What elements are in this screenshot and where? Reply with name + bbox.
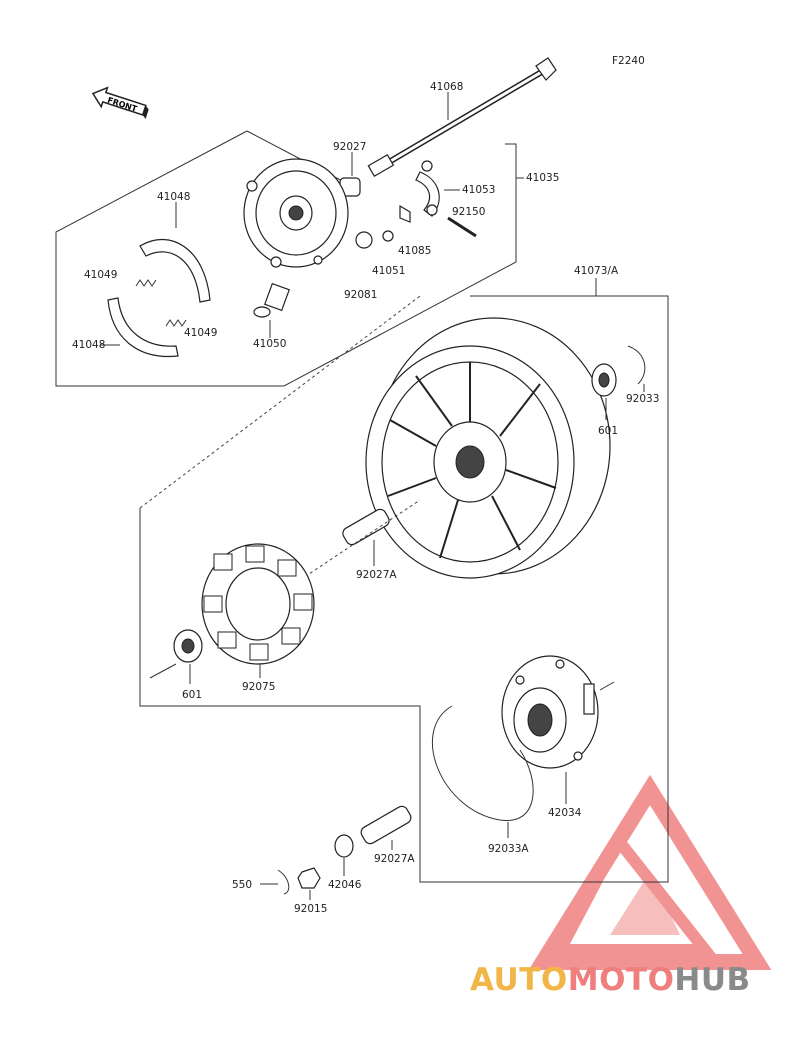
sprocket-hub bbox=[501, 655, 599, 769]
part-42046: 42046 bbox=[328, 879, 362, 891]
brake-panel bbox=[243, 158, 349, 268]
part-41048-lower: 41048 bbox=[72, 339, 105, 351]
part-92027A-lower: 92027A bbox=[374, 853, 415, 865]
circlip-92033A bbox=[432, 705, 534, 821]
part-601-right: 601 bbox=[598, 425, 618, 437]
part-41085: 41085 bbox=[398, 245, 431, 257]
diagram-code: F2240 bbox=[612, 55, 645, 67]
watermark-logo: AUTOMOTOHUB bbox=[470, 962, 751, 998]
washer-42046 bbox=[334, 834, 354, 858]
part-92033: 92033 bbox=[626, 393, 659, 405]
part-41051: 41051 bbox=[372, 265, 405, 277]
part-41068: 41068 bbox=[430, 81, 463, 93]
part-41048-upper: 41048 bbox=[157, 191, 190, 203]
part-41053: 41053 bbox=[462, 184, 495, 196]
brake-shoe-upper bbox=[139, 238, 211, 303]
wheel-dashed-guide bbox=[139, 295, 421, 509]
spring-upper bbox=[135, 279, 157, 287]
wheel-group-outline bbox=[139, 295, 669, 883]
part-92075: 92075 bbox=[242, 681, 275, 693]
part-92081: 92081 bbox=[344, 289, 377, 301]
part-92027A: 92027A bbox=[356, 569, 397, 581]
brake-group-outline bbox=[55, 130, 517, 387]
part-41073A: 41073/A bbox=[574, 265, 619, 277]
part-41035: 41035 bbox=[526, 172, 559, 184]
cotter-pin bbox=[277, 869, 290, 895]
part-92150: 92150 bbox=[452, 206, 485, 218]
camshaft bbox=[253, 282, 290, 318]
part-92015: 92015 bbox=[294, 903, 327, 915]
part-92027: 92027 bbox=[333, 141, 366, 153]
circlip-right bbox=[627, 345, 646, 385]
damper bbox=[201, 543, 315, 665]
torque-link bbox=[415, 160, 477, 238]
washer bbox=[382, 230, 394, 242]
part-41050: 41050 bbox=[253, 338, 286, 350]
part-550: 550 bbox=[232, 879, 252, 891]
part-601-left: 601 bbox=[182, 689, 202, 701]
collar-92027A bbox=[342, 508, 390, 546]
axle-nut bbox=[297, 867, 321, 889]
wheel-rim bbox=[365, 317, 611, 579]
part-41049-lower: 41049 bbox=[184, 327, 217, 339]
part-42034: 42034 bbox=[548, 807, 582, 819]
watermark-triangle-icon bbox=[528, 774, 772, 970]
spring-lower bbox=[165, 319, 187, 327]
seal bbox=[355, 231, 373, 249]
collar-92027A-lower bbox=[360, 805, 412, 845]
brake-shoe-lower bbox=[107, 297, 179, 358]
clip bbox=[399, 204, 411, 223]
front-arrow-icon: FRONT bbox=[91, 86, 149, 120]
part-92033A: 92033A bbox=[488, 843, 529, 855]
axle bbox=[367, 57, 557, 178]
part-41049-upper: 41049 bbox=[84, 269, 117, 281]
